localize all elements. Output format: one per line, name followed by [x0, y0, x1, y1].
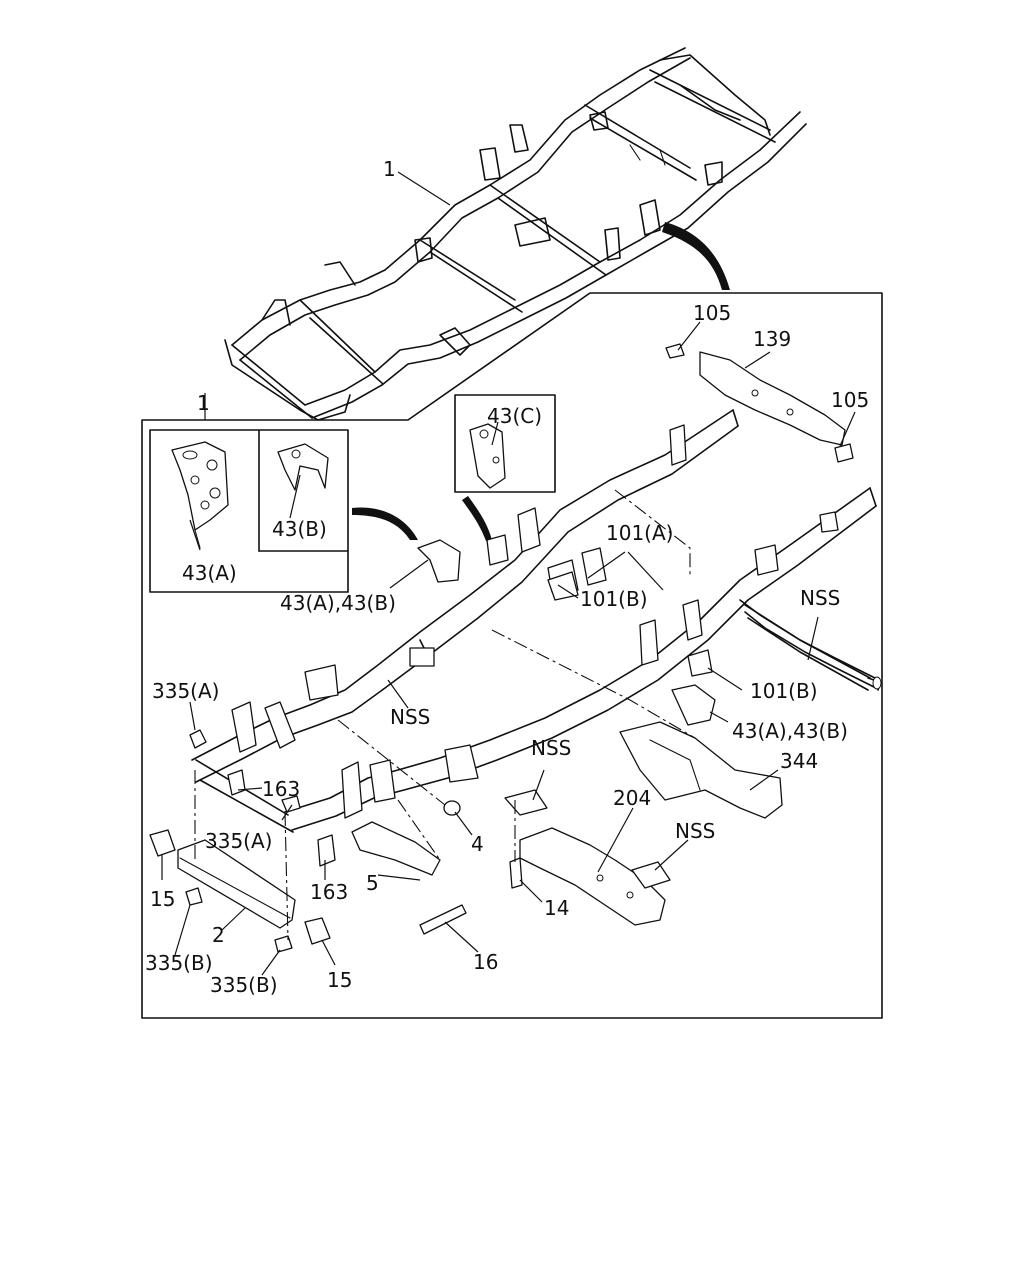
- leader-lines: [161, 171, 856, 976]
- label-105-top: 105: [693, 301, 731, 325]
- label-101a: 101(A): [606, 521, 673, 545]
- inset-arrow-43ab: [352, 507, 418, 540]
- label-344: 344: [780, 749, 818, 773]
- frame-detail-illustration: [149, 343, 882, 953]
- label-4: 4: [471, 832, 484, 856]
- label-163-lower: 163: [310, 880, 348, 904]
- inset-43c-box: [454, 394, 556, 493]
- label-15-left: 15: [150, 887, 175, 911]
- label-163-upper: 163: [262, 777, 300, 801]
- label-frame-top: 1: [383, 157, 396, 181]
- label-43ab-left: 43(A),43(B): [280, 591, 396, 615]
- label-43a-inset: 43(A): [182, 561, 237, 585]
- label-335b-center: 335(B): [210, 973, 278, 997]
- label-nss-center: NSS: [390, 705, 430, 729]
- label-204: 204: [613, 786, 651, 810]
- inset-43a-43b-box: [149, 429, 349, 593]
- label-2: 2: [212, 923, 225, 947]
- label-43ab-right: 43(A),43(B): [732, 719, 848, 743]
- label-43b-inset: 43(B): [272, 517, 327, 541]
- label-335b-left: 335(B): [145, 951, 213, 975]
- label-101b-upper: 101(B): [580, 587, 648, 611]
- label-nss-lower: NSS: [531, 736, 571, 760]
- label-105-right: 105: [831, 388, 869, 412]
- label-15-center: 15: [327, 968, 352, 992]
- label-139: 139: [753, 327, 791, 351]
- bracket-43c-illustration: [469, 423, 506, 489]
- label-nss-right: NSS: [800, 586, 840, 610]
- label-43c: 43(C): [487, 404, 542, 428]
- callout-arrow: [662, 222, 730, 290]
- detail-view-border: [141, 292, 883, 1019]
- bracket-43a-illustration: [171, 441, 229, 549]
- label-5: 5: [366, 871, 379, 895]
- label-nss-bottom-right: NSS: [675, 819, 715, 843]
- label-16: 16: [473, 950, 498, 974]
- label-335a-lower: 335(A): [205, 829, 272, 853]
- frame-overview-illustration: [224, 47, 807, 421]
- inset-arrow-43c: [462, 496, 492, 541]
- label-14: 14: [544, 896, 569, 920]
- label-335a-upper: 335(A): [152, 679, 219, 703]
- bracket-43b-illustration: [277, 443, 329, 491]
- label-frame-detail: 1: [197, 391, 210, 415]
- label-101b-lower: 101(B): [750, 679, 818, 703]
